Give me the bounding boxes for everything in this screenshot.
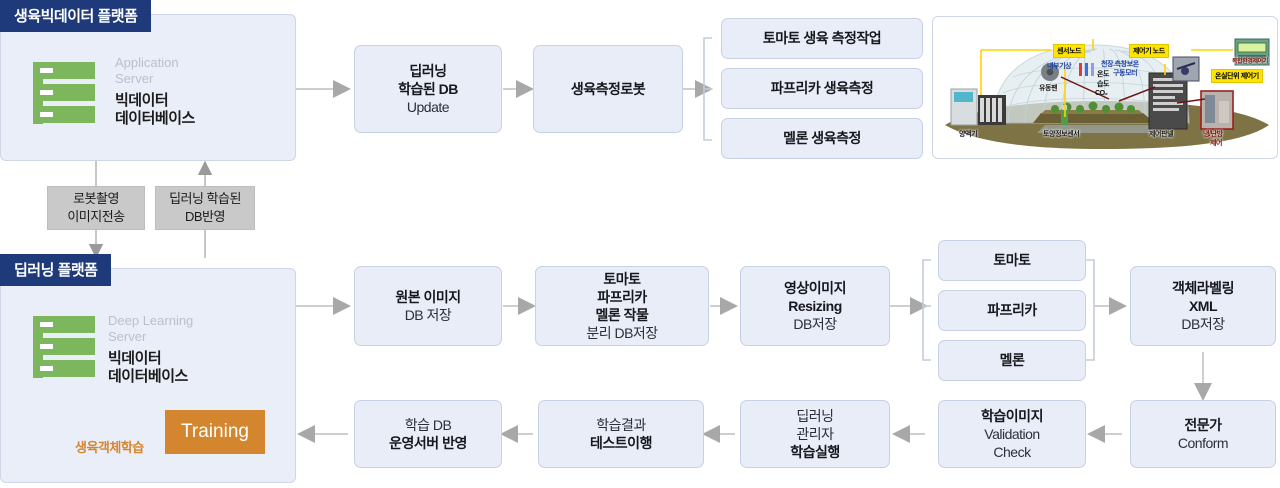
- application-server-icon: [33, 62, 95, 124]
- origimg-line2: DB 저장: [404, 307, 452, 323]
- dl-server-name-line1: 빅데이터: [108, 349, 162, 367]
- box-crop-paprika[interactable]: 파프리카: [938, 290, 1086, 331]
- box-deeplearning-db-update[interactable]: 딥러닝 학습된 DB Update: [354, 45, 502, 133]
- cropsplit-line2: 파프리카: [597, 288, 647, 305]
- origimg-line1: 원본 이미지: [395, 288, 461, 305]
- hvac-control-caption-line1: 냉/난방: [1203, 131, 1223, 138]
- box-deeplearning-manager-run[interactable]: 딥러닝 관리자 학습실행: [740, 400, 890, 468]
- robot-capture-line1: 로봇촬영: [73, 191, 119, 207]
- crop-tomato-label: 토마토: [993, 252, 1031, 269]
- box-paprika-measure[interactable]: 파프리카 생육측정: [721, 68, 923, 109]
- manager-line1: 딥러닝: [796, 407, 834, 424]
- cropsplit-line1: 토마토: [603, 270, 641, 287]
- manager-line3: 학습실행: [790, 444, 840, 461]
- box-training-result-test[interactable]: 학습결과 테스트이행: [538, 400, 704, 468]
- dl-server-name-line2: 데이터베이스: [108, 368, 188, 386]
- melon-task-label: 멜론 생육측정: [783, 130, 861, 147]
- deploy-line1: 학습 DB: [404, 416, 452, 433]
- crop-melon-label: 멜론: [999, 352, 1025, 369]
- deep-learning-server-icon: [33, 316, 95, 378]
- labeling-line1: 객체라벨링: [1172, 279, 1234, 296]
- test-line1: 학습결과: [596, 416, 646, 433]
- robot-label: 생육측정로봇: [570, 80, 646, 97]
- label-db-reflect: 딥러닝 학습된 DB반영: [155, 186, 255, 230]
- device-screen-caption: 복합환경제어기: [1232, 59, 1268, 65]
- paprika-task-label: 파프리카 생육측정: [770, 80, 874, 97]
- soil-sensor-caption: 토양정보센서: [1043, 131, 1080, 138]
- server-type-line2: Server: [115, 71, 154, 87]
- deploy-line2: 운영서버 반영: [389, 435, 467, 451]
- cropsplit-line3: 멜론 작물: [595, 307, 649, 323]
- control-panel-caption: 제어판넬: [1149, 131, 1174, 138]
- manager-line2: 관리자: [796, 425, 834, 442]
- resize-line2: Resizing: [788, 297, 842, 314]
- greenhouse-graphic: [945, 38, 1270, 149]
- dl-server-type-line1: Deep Learning: [108, 313, 194, 328]
- hvac-control-caption-line2: 제어: [1210, 140, 1223, 147]
- circulation-fan-caption: 유동팬: [1039, 85, 1058, 92]
- server-name-line1: 빅데이터: [115, 91, 169, 109]
- training-box[interactable]: Training: [165, 410, 265, 454]
- box-original-image-db[interactable]: 원본 이미지 DB 저장: [354, 266, 502, 346]
- box-growth-measure-robot[interactable]: 생육측정로봇: [533, 45, 683, 133]
- expert-line2: Conform: [1177, 435, 1229, 451]
- resize-line1: 영상이미지: [784, 279, 846, 296]
- box-crop-melon[interactable]: 멜론: [938, 340, 1086, 381]
- greenhouse-unit-controller-tag: 온실단위 제어기: [1211, 69, 1263, 83]
- deeplearning-platform-title: 딥러닝 플랫폼: [0, 254, 112, 286]
- resize-line3: DB저장: [793, 316, 837, 333]
- greenhouse-iot-illustration: 센서노드 제어기 노드 온실단위 제어기 내부기상 천장.측창보온 구동모터 온…: [932, 16, 1278, 159]
- validation-line3: Check: [993, 444, 1031, 461]
- server-type-line1: Application: [115, 55, 179, 70]
- box-image-resizing-db[interactable]: 영상이미지 Resizing DB저장: [740, 266, 890, 346]
- validation-line2: Validation: [984, 425, 1040, 442]
- label-robot-capture: 로봇촬영 이미지전송: [47, 186, 145, 230]
- crop-paprika-label: 파프리카: [987, 302, 1037, 319]
- dbupdate-line2: 학습된 DB: [398, 80, 458, 97]
- box-training-image-validation[interactable]: 학습이미지 Validation Check: [938, 400, 1086, 468]
- expert-line1: 전문가: [1184, 416, 1222, 433]
- controller-node-tag: 제어기 노드: [1129, 44, 1169, 58]
- box-crop-tomato[interactable]: 토마토: [938, 240, 1086, 281]
- box-object-labeling-xml[interactable]: 객체라벨링 XML DB저장: [1130, 266, 1276, 346]
- nutrient-supply-caption: 양액기: [959, 131, 978, 138]
- test-line2: 테스트이행: [590, 435, 652, 451]
- humidity-label: 습도: [1097, 81, 1110, 88]
- db-reflect-line2: DB반영: [185, 209, 225, 224]
- temperature-label: 온도: [1097, 71, 1110, 78]
- box-training-db-deploy[interactable]: 학습 DB 운영서버 반영: [354, 400, 502, 468]
- growth-object-learning-label: 생육객체학습: [75, 440, 144, 455]
- box-expert-conform[interactable]: 전문가 Conform: [1130, 400, 1276, 468]
- sensor-node-tag: 센서노드: [1053, 44, 1086, 58]
- robot-capture-line2: 이미지전송: [67, 209, 125, 224]
- validation-line1: 학습이미지: [981, 407, 1043, 424]
- cropsplit-line4: 분리 DB저장: [586, 325, 658, 342]
- drive-motor-label: 구동모터: [1113, 70, 1138, 77]
- dl-server-type-line2: Server: [108, 329, 147, 345]
- internal-weather-label: 내부기상: [1047, 63, 1072, 70]
- box-tomato-measure-task[interactable]: 토마토 생육 측정작업: [721, 18, 923, 59]
- bigdata-platform-title: 생육빅데이터 플랫폼: [0, 0, 152, 32]
- box-melon-measure[interactable]: 멜론 생육측정: [721, 118, 923, 159]
- co2-label: CO₂: [1095, 90, 1108, 97]
- labeling-line2: XML: [1188, 297, 1218, 314]
- ceiling-insulation-motor-label: 천장.측창보온: [1101, 61, 1139, 68]
- box-crop-split-db[interactable]: 토마토 파프리카 멜론 작물 분리 DB저장: [535, 266, 709, 346]
- labeling-line3: DB저장: [1181, 316, 1225, 333]
- dbupdate-line1: 딥러닝: [409, 62, 447, 79]
- db-reflect-line1: 딥러닝 학습된: [169, 191, 241, 207]
- deeplearning-server-label: Deep Learning Server 빅데이터 데이터베이스: [108, 313, 193, 387]
- bigdata-server-label: Application Server 빅데이터 데이터베이스: [115, 55, 195, 129]
- tomato-task-label: 토마토 생육 측정작업: [762, 30, 882, 47]
- dbupdate-line3: Update: [406, 99, 450, 116]
- server-name-line2: 데이터베이스: [115, 110, 195, 128]
